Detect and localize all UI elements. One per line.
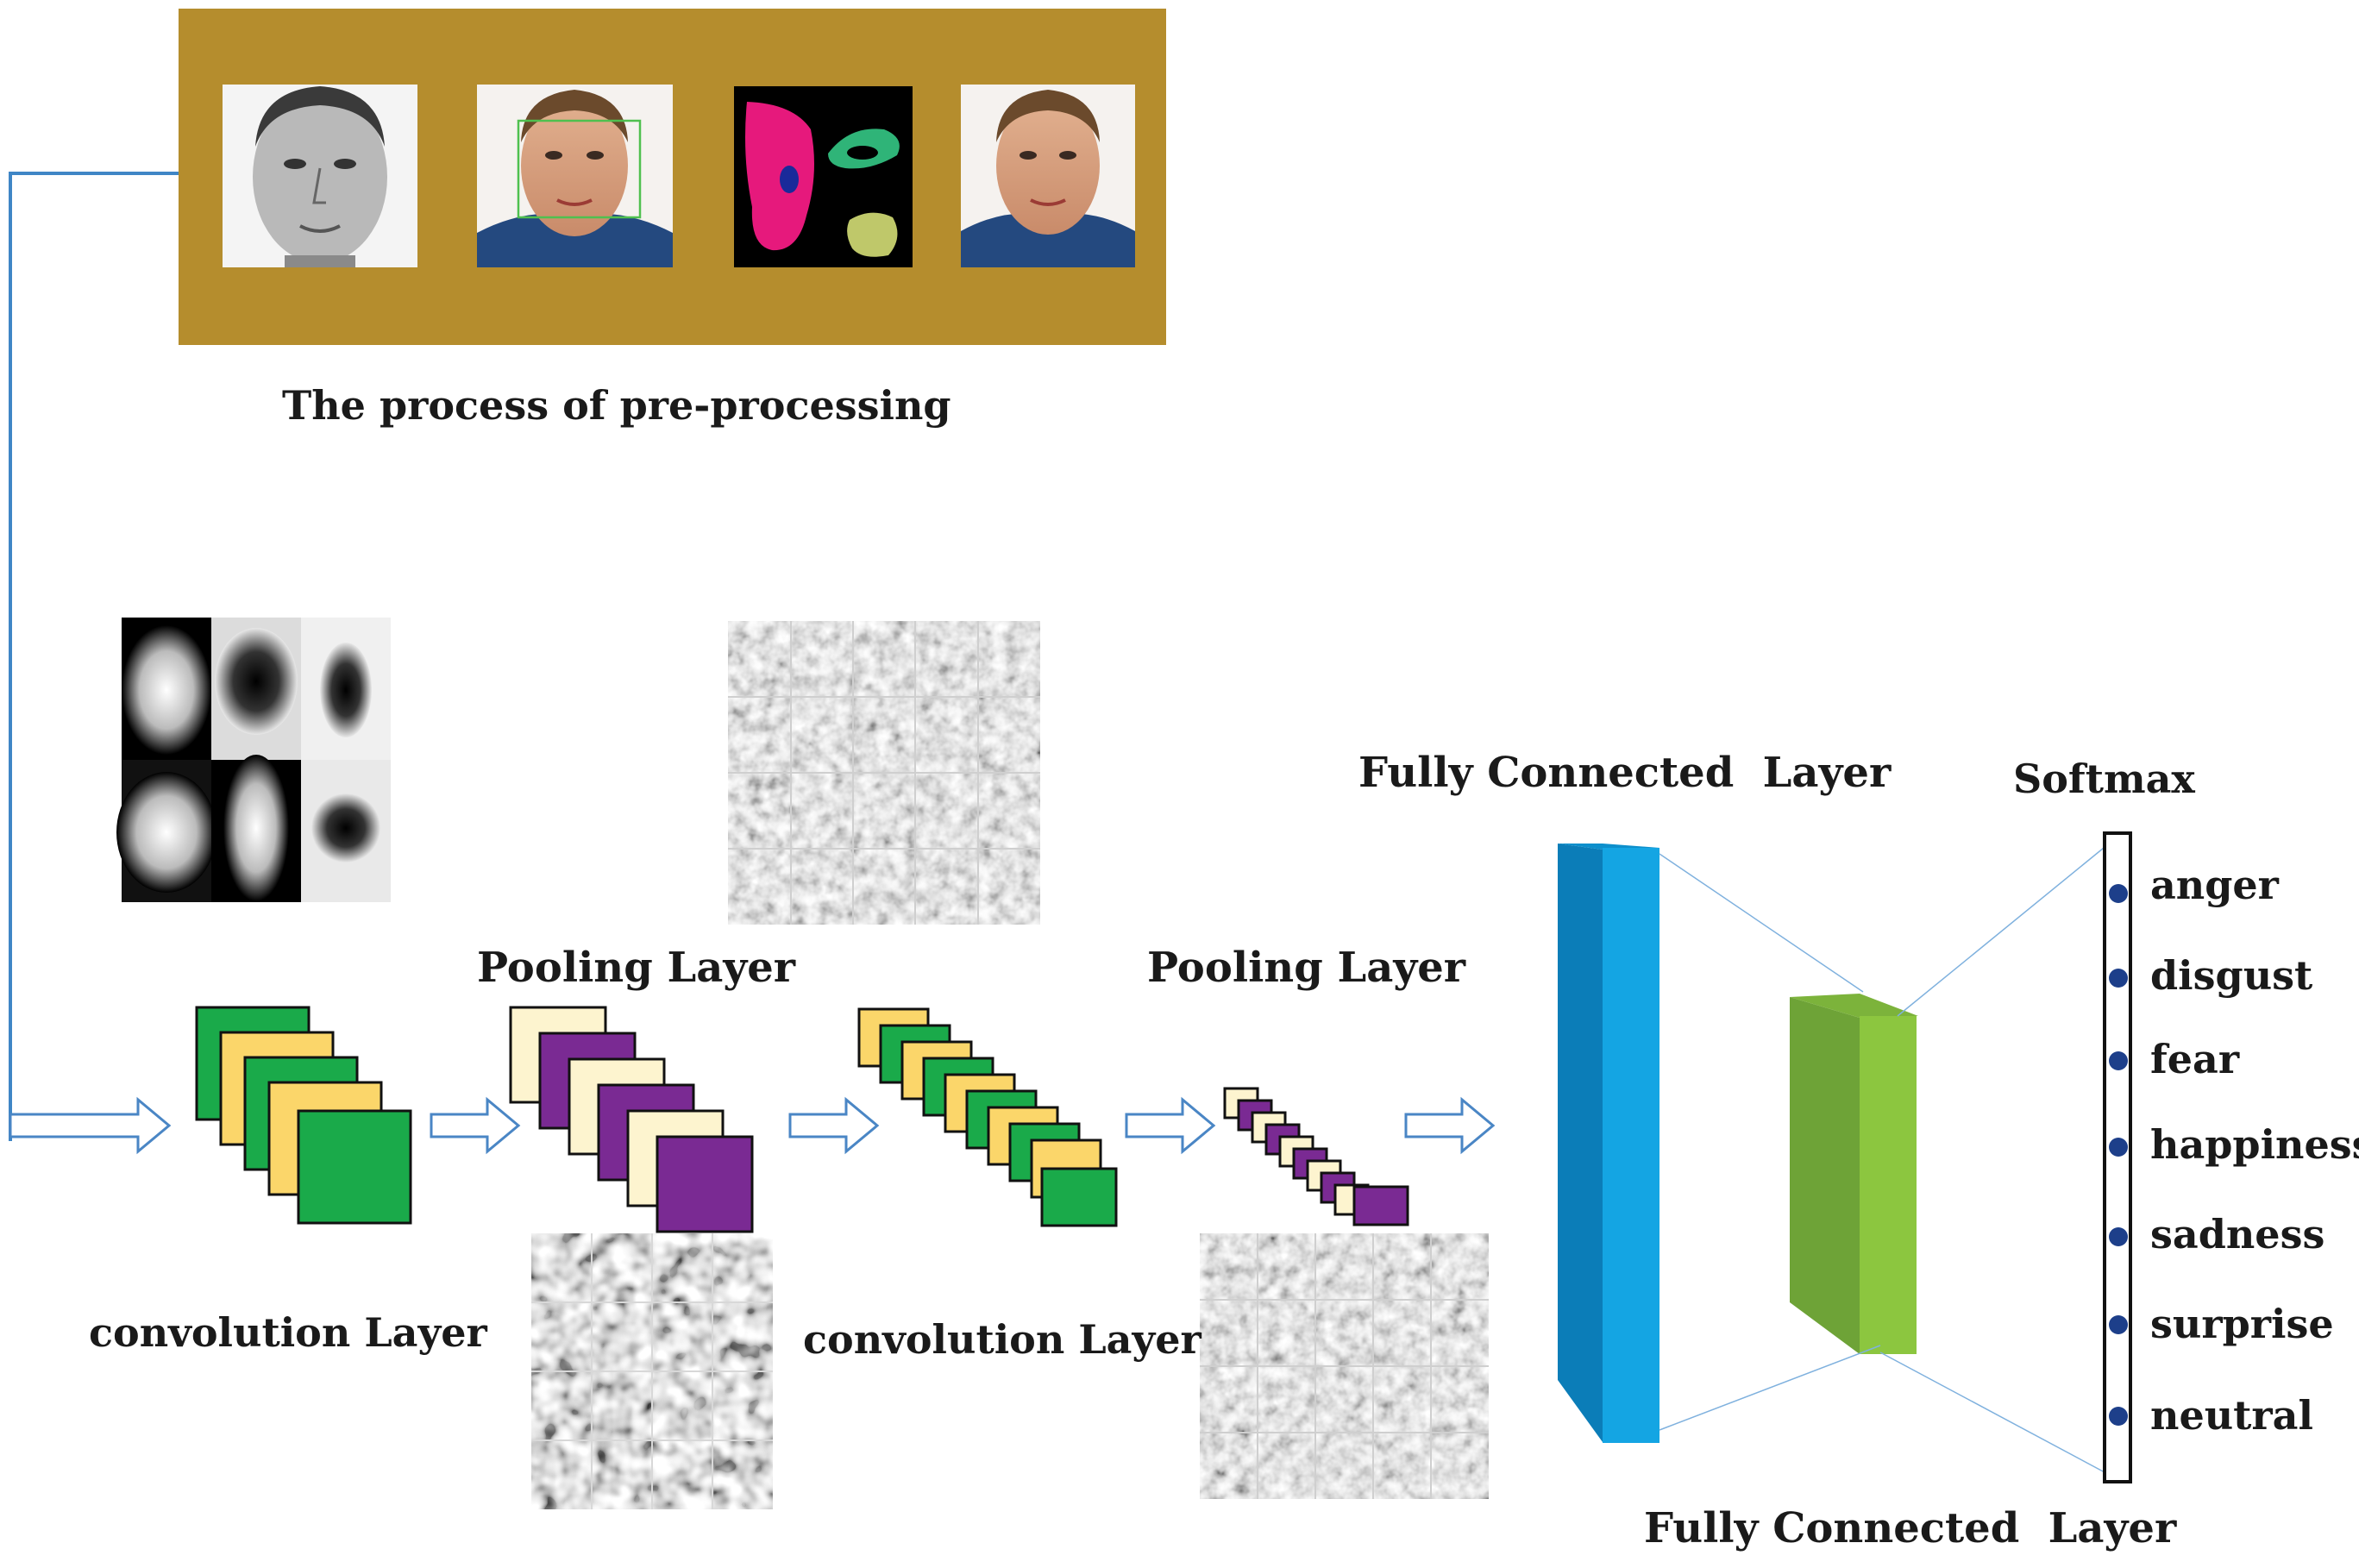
flow-arrow-3 — [788, 1096, 880, 1155]
fc-connection-lines — [1659, 836, 2118, 1480]
conv-layer-2-label: convolution Layer — [803, 1316, 1201, 1363]
pool-layer-1-label: Pooling Layer — [477, 944, 796, 992]
grayscale-face-image — [223, 85, 417, 267]
fc-layer-1-block — [1558, 844, 1659, 1443]
emotion-disgust: disgust — [2150, 952, 2313, 999]
emotion-sadness: sadness — [2150, 1211, 2325, 1258]
preprocessing-caption: The process of pre-processing — [282, 382, 951, 429]
flow-arrow-2 — [430, 1096, 521, 1155]
feature-grid-noisy-top — [728, 621, 1040, 925]
preprocessing-panel — [179, 9, 1166, 345]
emotion-neutral: neutral — [2150, 1392, 2313, 1439]
feature-grid-noisy-bottom — [1200, 1233, 1489, 1499]
conv-layer-2-stack — [857, 1007, 1118, 1227]
filter-grid-smooth — [116, 618, 391, 902]
flow-arrow-4 — [1125, 1096, 1216, 1155]
emotion-anger: anger — [2150, 862, 2279, 908]
fc-layer-2-block — [1790, 994, 1918, 1354]
preprocess-connector-line — [9, 172, 179, 1141]
emotion-happiness: happiness — [2150, 1121, 2359, 1168]
fc-layer-bottom-label: Fully Connected Layer — [1644, 1504, 2177, 1552]
conv-layer-1-stack — [195, 1006, 412, 1225]
pool-layer-2-stack — [1223, 1087, 1409, 1226]
conv-layer-1-label: convolution Layer — [89, 1309, 487, 1356]
pool-layer-1-stack — [509, 1006, 754, 1233]
softmax-neurons — [2109, 884, 2128, 1426]
pool-layer-2-label: Pooling Layer — [1147, 944, 1466, 992]
flow-arrow-1 — [9, 1096, 172, 1155]
flow-arrows — [9, 1096, 1496, 1155]
color-face-image — [961, 85, 1135, 267]
face-detection-box — [517, 119, 642, 219]
fc-layer-top-label: Fully Connected Layer — [1358, 749, 1892, 797]
segmented-regions-image — [734, 86, 913, 267]
softmax-label: Softmax — [2013, 756, 2195, 802]
softmax-column — [2103, 831, 2132, 1483]
emotion-surprise: surprise — [2150, 1301, 2334, 1347]
emotion-fear: fear — [2150, 1036, 2240, 1082]
feature-grid-blobby — [531, 1233, 773, 1509]
detected-face-image — [477, 85, 673, 267]
flow-arrow-5 — [1404, 1096, 1496, 1155]
